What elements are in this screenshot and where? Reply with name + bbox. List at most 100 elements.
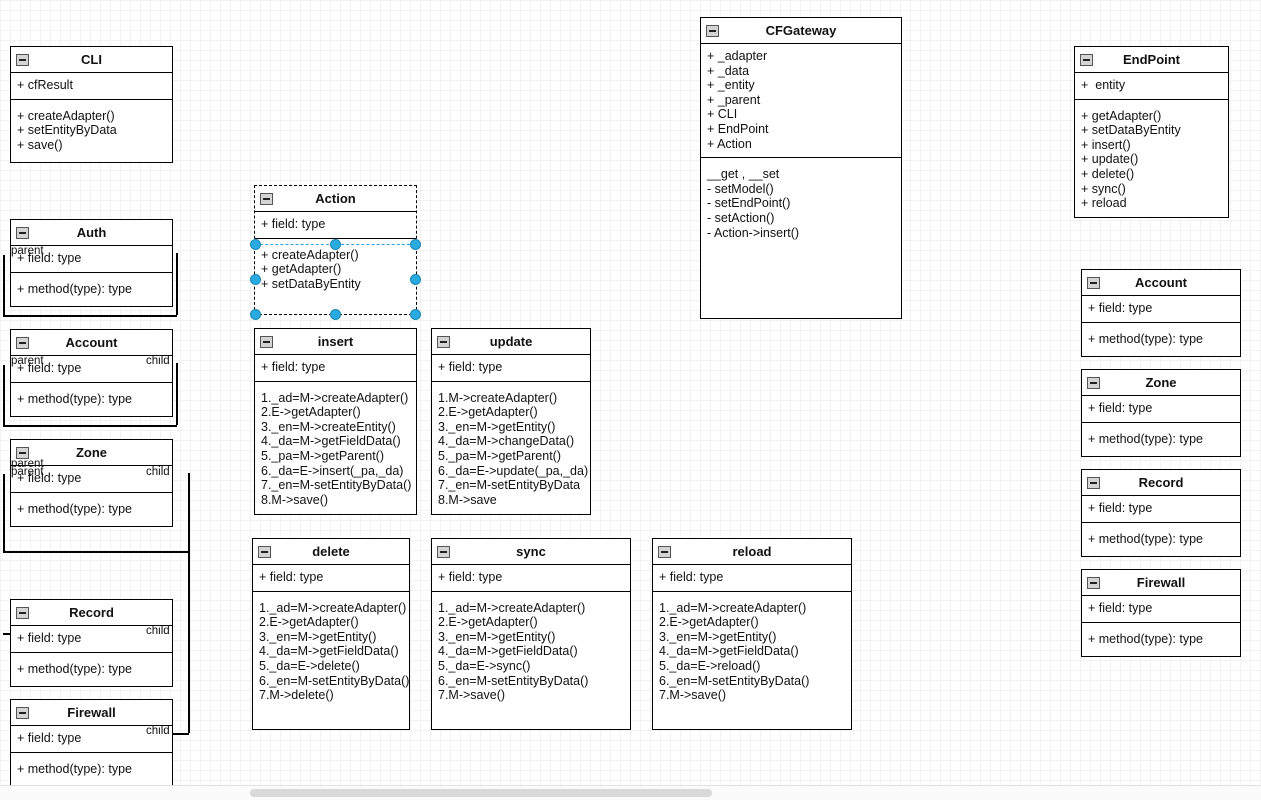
- class-title-bar[interactable]: Firewall: [11, 700, 172, 726]
- collapse-minus-icon[interactable]: [437, 545, 450, 558]
- uml-class-firewall-left[interactable]: Firewall+ field: type+ method(type): typ…: [10, 699, 173, 787]
- uml-class-firewall-right[interactable]: Firewall+ field: type+ method(type): typ…: [1081, 569, 1241, 657]
- methods-compartment[interactable]: + method(type): type: [1082, 323, 1240, 353]
- methods-compartment[interactable]: + method(type): type: [11, 753, 172, 783]
- collapse-minus-icon[interactable]: [16, 706, 29, 719]
- handle-top-right[interactable]: [410, 239, 421, 250]
- class-title-bar[interactable]: update: [432, 329, 590, 355]
- class-title-bar[interactable]: Firewall: [1082, 570, 1240, 596]
- collapse-minus-icon[interactable]: [16, 336, 29, 349]
- attributes-compartment[interactable]: + field: type: [11, 626, 172, 653]
- attributes-compartment[interactable]: + field: type: [432, 355, 590, 382]
- methods-compartment[interactable]: 1._ad=M->createAdapter()2.E->getAdapter(…: [255, 382, 416, 514]
- class-title-bar[interactable]: delete: [253, 539, 409, 565]
- handle-bottom-center[interactable]: [330, 309, 341, 320]
- uml-class-record-left[interactable]: Record+ field: type+ method(type): type: [10, 599, 173, 687]
- class-title-bar[interactable]: Zone: [1082, 370, 1240, 396]
- class-title-bar[interactable]: CFGateway: [701, 18, 901, 44]
- methods-compartment[interactable]: 1.M->createAdapter()2.E->getAdapter()3._…: [432, 382, 590, 514]
- attributes-compartment[interactable]: + field: type: [1082, 296, 1240, 323]
- uml-class-endpoint[interactable]: EndPoint+ entity+ getAdapter()+ setDataB…: [1074, 46, 1229, 218]
- class-title-bar[interactable]: Account: [11, 330, 172, 356]
- handle-middle-left[interactable]: [250, 274, 261, 285]
- methods-compartment[interactable]: + createAdapter()+ setEntityByData+ save…: [11, 100, 172, 159]
- collapse-minus-icon[interactable]: [16, 446, 29, 459]
- class-title-bar[interactable]: EndPoint: [1075, 47, 1228, 73]
- collapse-minus-icon[interactable]: [16, 53, 29, 66]
- collapse-minus-icon[interactable]: [16, 606, 29, 619]
- attributes-compartment[interactable]: + entity: [1075, 73, 1228, 100]
- uml-class-account-left[interactable]: Account+ field: type+ method(type): type: [10, 329, 173, 417]
- attributes-compartment[interactable]: + field: type: [11, 466, 172, 493]
- class-title-bar[interactable]: Auth: [11, 220, 172, 246]
- methods-compartment[interactable]: + method(type): type: [11, 273, 172, 303]
- collapse-minus-icon[interactable]: [1087, 276, 1100, 289]
- collapse-minus-icon[interactable]: [258, 545, 271, 558]
- methods-compartment[interactable]: 1._ad=M->createAdapter()2.E->getAdapter(…: [653, 592, 851, 709]
- attributes-compartment[interactable]: + field: type: [1082, 596, 1240, 623]
- class-title-bar[interactable]: insert: [255, 329, 416, 355]
- methods-compartment[interactable]: + method(type): type: [11, 493, 172, 523]
- methods-compartment[interactable]: + method(type): type: [11, 653, 172, 683]
- methods-compartment[interactable]: 1._ad=M->createAdapter()2.E->getAdapter(…: [432, 592, 630, 709]
- collapse-minus-icon[interactable]: [16, 226, 29, 239]
- methods-compartment[interactable]: + method(type): type: [1082, 423, 1240, 453]
- attributes-compartment[interactable]: + field: type: [1082, 396, 1240, 423]
- collapse-minus-icon[interactable]: [260, 192, 273, 205]
- collapse-minus-icon[interactable]: [260, 335, 273, 348]
- handle-top-left[interactable]: [250, 239, 261, 250]
- class-title-bar[interactable]: CLI: [11, 47, 172, 73]
- attributes-compartment[interactable]: + field: type: [11, 246, 172, 273]
- collapse-minus-icon[interactable]: [437, 335, 450, 348]
- methods-compartment[interactable]: + createAdapter()+ getAdapter()+ setData…: [255, 239, 416, 298]
- collapse-minus-icon[interactable]: [1080, 53, 1093, 66]
- methods-compartment[interactable]: + getAdapter()+ setDataByEntity+ insert(…: [1075, 100, 1228, 217]
- attributes-compartment[interactable]: + field: type: [432, 565, 630, 592]
- attributes-compartment[interactable]: + field: type: [653, 565, 851, 592]
- collapse-minus-icon[interactable]: [1087, 576, 1100, 589]
- uml-class-auth[interactable]: Auth+ field: type+ method(type): type: [10, 219, 173, 307]
- class-title-bar[interactable]: Record: [11, 600, 172, 626]
- uml-class-action[interactable]: Action+ field: type+ createAdapter()+ ge…: [254, 185, 417, 315]
- class-title-bar[interactable]: reload: [653, 539, 851, 565]
- uml-class-account-right[interactable]: Account+ field: type+ method(type): type: [1081, 269, 1241, 357]
- class-title-bar[interactable]: Action: [255, 186, 416, 212]
- uml-class-cfgateway[interactable]: CFGateway+ _adapter+ _data+ _entity+ _pa…: [700, 17, 902, 319]
- handle-bottom-right[interactable]: [410, 309, 421, 320]
- attributes-compartment[interactable]: + cfResult: [11, 73, 172, 100]
- class-title-bar[interactable]: Zone: [11, 440, 172, 466]
- handle-top-center[interactable]: [330, 239, 341, 250]
- class-title-bar[interactable]: Record: [1082, 470, 1240, 496]
- uml-class-record-right[interactable]: Record+ field: type+ method(type): type: [1081, 469, 1241, 557]
- collapse-minus-icon[interactable]: [1087, 476, 1100, 489]
- attributes-compartment[interactable]: + field: type: [253, 565, 409, 592]
- methods-compartment[interactable]: 1._ad=M->createAdapter()2.E->getAdapter(…: [253, 592, 409, 709]
- attributes-compartment[interactable]: + field: type: [11, 726, 172, 753]
- methods-compartment[interactable]: __get , __set- setModel()- setEndPoint()…: [701, 158, 901, 246]
- collapse-minus-icon[interactable]: [658, 545, 671, 558]
- uml-class-zone-left[interactable]: Zone+ field: type+ method(type): type: [10, 439, 173, 527]
- attributes-compartment[interactable]: + field: type: [1082, 496, 1240, 523]
- collapse-minus-icon[interactable]: [1087, 376, 1100, 389]
- methods-compartment[interactable]: + method(type): type: [1082, 523, 1240, 553]
- horizontal-scrollbar-thumb[interactable]: [250, 789, 712, 797]
- uml-class-zone-right[interactable]: Zone+ field: type+ method(type): type: [1081, 369, 1241, 457]
- attributes-compartment[interactable]: + field: type: [255, 212, 416, 239]
- attributes-compartment[interactable]: + field: type: [255, 355, 416, 382]
- collapse-minus-icon[interactable]: [706, 24, 719, 37]
- attributes-compartment[interactable]: + _adapter+ _data+ _entity+ _parent+ CLI…: [701, 44, 901, 159]
- handle-bottom-left[interactable]: [250, 309, 261, 320]
- class-title-bar[interactable]: Account: [1082, 270, 1240, 296]
- methods-compartment[interactable]: + method(type): type: [1082, 623, 1240, 653]
- methods-compartment[interactable]: + method(type): type: [11, 383, 172, 413]
- uml-class-cli[interactable]: CLI+ cfResult+ createAdapter()+ setEntit…: [10, 46, 173, 163]
- handle-middle-right[interactable]: [410, 274, 421, 285]
- class-title-bar[interactable]: sync: [432, 539, 630, 565]
- attributes-compartment[interactable]: + field: type: [11, 356, 172, 383]
